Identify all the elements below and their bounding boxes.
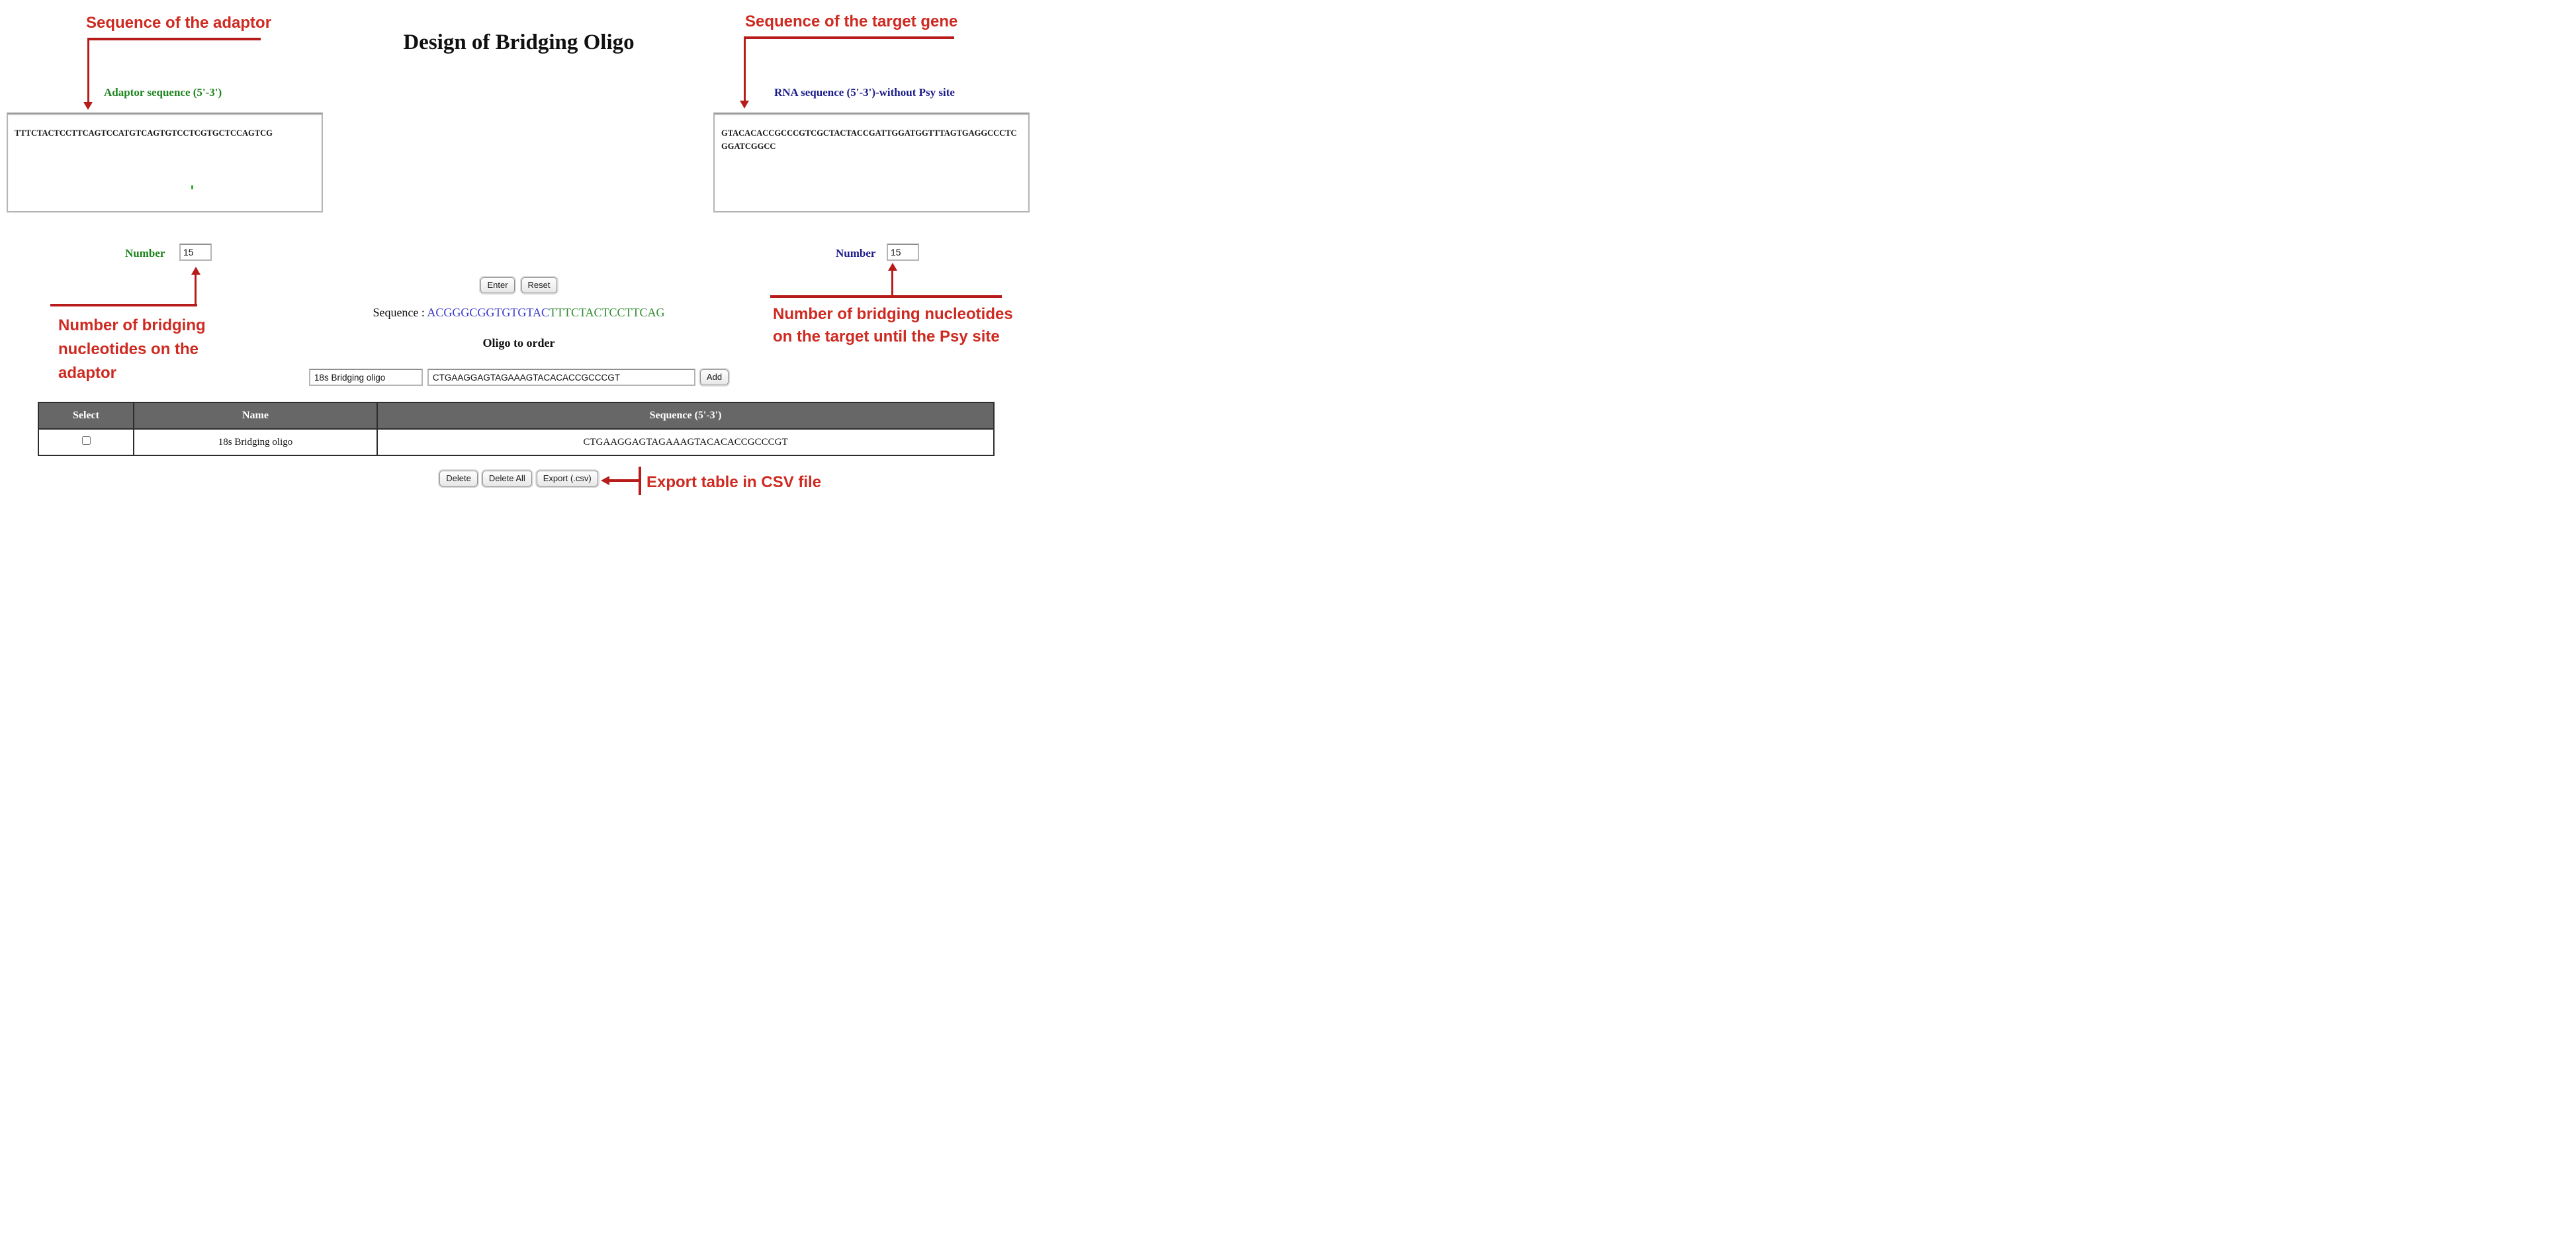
rna-sequence-textarea[interactable]: GTACACACCGCCCGTCGCTACTACCGATTGGATGGTTTAG…	[713, 113, 1030, 212]
page-title: Design of Bridging Oligo	[403, 30, 635, 54]
adaptor-sequence-textarea[interactable]: TTTCTACTCCTTCAGTCCATGTCAGTGTCCTCGTGCTCCA…	[7, 113, 323, 212]
result-sequence-target-segment: ACGGGCGGTGTGTAC	[427, 306, 549, 319]
delete-button[interactable]: Delete	[439, 471, 478, 487]
adaptor-callout-underline	[87, 38, 261, 40]
export-callout-text: Export table in CSV file	[646, 473, 822, 491]
oligo-to-order-heading: Oligo to order	[482, 336, 555, 349]
target-number-input[interactable]	[887, 244, 919, 261]
row-name-cell: 18s Bridging oligo	[133, 428, 378, 456]
down-arrow-icon	[83, 102, 93, 110]
adaptor-callout-connector	[87, 39, 89, 103]
adaptor-number-input[interactable]	[179, 244, 212, 261]
adaptor-number-connector	[195, 273, 197, 305]
row-sequence-cell: CTGAAGGAGTAGAAAGTACACACCGCCCGT	[377, 428, 995, 456]
target-number-label: Number	[836, 247, 876, 259]
export-callout-connector	[608, 479, 640, 482]
target-number-underline	[770, 295, 1002, 298]
target-callout-text: Sequence of the target gene	[745, 13, 958, 30]
result-sequence-line: Sequence : ACGGGCGGTGTGTACTTTCTACTCCTTCA…	[0, 306, 1038, 320]
stray-green-mark	[191, 185, 193, 189]
row-select-cell	[38, 428, 134, 456]
enter-reset-row: Enter Reset	[0, 277, 1038, 293]
adaptor-sequence-label: Adaptor sequence (5'-3')	[104, 86, 222, 99]
table-actions-row: Delete Delete All Export (.csv)	[0, 471, 1038, 487]
table-row: 18s Bridging oligo CTGAAGGAGTAGAAAGTACAC…	[38, 428, 995, 456]
up-arrow-icon	[191, 267, 200, 275]
target-number-connector	[891, 270, 893, 295]
table-header-name: Name	[133, 402, 378, 430]
export-csv-button[interactable]: Export (.csv)	[536, 471, 598, 487]
oligo-sequence-input[interactable]	[427, 369, 695, 386]
oligo-name-input[interactable]	[308, 369, 423, 386]
target-callout-connector	[744, 38, 746, 101]
down-arrow-icon	[740, 101, 749, 109]
adaptor-callout-text: Sequence of the adaptor	[86, 14, 272, 32]
oligo-table: Select Name Sequence (5'-3') 18s Bridgin…	[38, 402, 995, 456]
adaptor-number-underline	[50, 304, 197, 306]
table-header-select: Select	[38, 402, 134, 430]
target-number-callout-text: Number of bridging nucleotides on the ta…	[773, 305, 1013, 346]
adaptor-number-callout-text: Number of bridging nucleotides on the ad…	[58, 316, 206, 382]
row-select-checkbox[interactable]	[81, 436, 91, 445]
rna-sequence-label: RNA sequence (5'-3')-without Psy site	[774, 86, 955, 99]
adaptor-number-label: Number	[125, 247, 165, 259]
left-arrow-icon	[601, 476, 609, 485]
table-header-row: Select Name Sequence (5'-3')	[38, 402, 995, 430]
target-callout-underline	[744, 36, 954, 39]
result-sequence-adaptor-segment: TTTCTACTCCTTCAG	[549, 306, 665, 319]
table-header-sequence: Sequence (5'-3')	[377, 402, 995, 430]
reset-button[interactable]: Reset	[521, 277, 557, 293]
add-button[interactable]: Add	[699, 369, 729, 385]
export-callout-bar	[639, 467, 641, 495]
result-sequence-label: Sequence :	[373, 306, 427, 319]
page: Design of Bridging Oligo Sequence of the…	[0, 0, 1038, 506]
up-arrow-icon	[888, 263, 897, 271]
oligo-add-row: Add	[0, 369, 1038, 386]
enter-button[interactable]: Enter	[480, 277, 515, 293]
delete-all-button[interactable]: Delete All	[482, 471, 532, 487]
